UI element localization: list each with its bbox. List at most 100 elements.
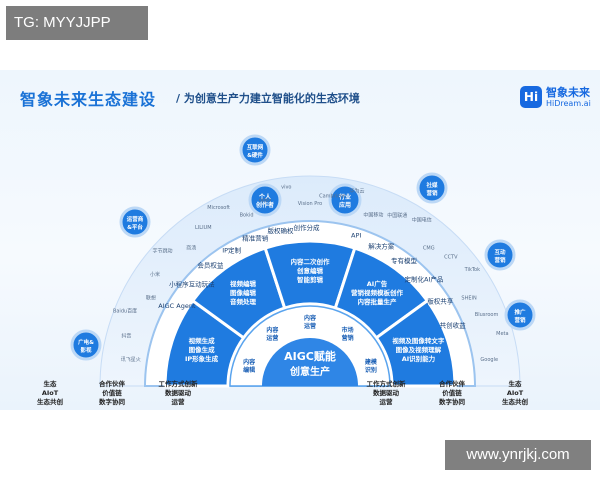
- service-label-right: 版权共享: [427, 296, 454, 305]
- footer-line: 运营: [379, 398, 393, 406]
- inner-ring-label: 内容: [266, 326, 278, 334]
- sector-wedge: [374, 298, 457, 388]
- audience-bubble-label: 个人: [258, 193, 272, 201]
- sector-label: 视频编辑: [230, 279, 257, 288]
- partner-brand: vivo: [281, 184, 291, 190]
- sector-badge-label: 广电&: [78, 338, 94, 346]
- footer-line: 价值链: [102, 389, 122, 397]
- sector-label: IP形象生成: [185, 354, 219, 363]
- sector-label: 营销视频模板创作: [351, 288, 404, 297]
- inner-ring-label: 识别: [365, 366, 377, 374]
- core-line2: 创意生产: [289, 365, 330, 378]
- inner-ring-label: 内容: [243, 358, 255, 366]
- inner-ring-label: 营销: [342, 334, 354, 342]
- sector-badge-label: 推广: [514, 308, 526, 316]
- partner-brand: 中国电信: [412, 216, 432, 223]
- service-label-left: 精准营销: [242, 234, 269, 243]
- sector-label: AI广告: [367, 279, 388, 288]
- partner-brand: SHEIN: [461, 296, 477, 302]
- inner-ring-label: 编辑: [243, 366, 255, 374]
- footer-line: 工作方式创新: [366, 380, 406, 388]
- sector-badge: [484, 239, 516, 271]
- service-labels: AIGC Agent小程序互动玩法会员权益IP定制精准营销版权确权创作分成API…: [158, 223, 466, 329]
- footer-line: 运营: [171, 398, 185, 406]
- footer-line: AIoT: [506, 389, 524, 397]
- service-label-right: 专有模型: [391, 256, 418, 265]
- sector-badge-label: &平台: [127, 223, 143, 231]
- sector-badge: [119, 206, 151, 238]
- footer-line: 工作方式创新: [158, 380, 198, 388]
- inner-ring-label: 运营: [266, 334, 278, 342]
- sector-label: 智能剪辑: [297, 275, 324, 284]
- sector-badge-label: 互动: [494, 248, 506, 256]
- partner-brand: 联想: [146, 295, 156, 302]
- inner-ring-label: 内容: [304, 314, 316, 322]
- partner-brand: 中国移动: [363, 211, 383, 218]
- sector-label: 创意编辑: [296, 266, 324, 275]
- footer-line: 数据驱动: [165, 389, 191, 397]
- sector-badge-label: 互联网: [247, 143, 264, 151]
- partner-brand: oppo: [259, 197, 271, 203]
- watermark-top: TG: MYYJJPP: [6, 6, 148, 40]
- footer-line: 生态共创: [37, 398, 63, 406]
- partner-brand: 商汤: [186, 244, 196, 251]
- footer-line: 合作伙伴: [439, 380, 465, 388]
- sector-label: 视频及图像转文字: [392, 336, 445, 345]
- sector-badge-label: &硬件: [247, 151, 263, 159]
- sector-wedge: [333, 246, 430, 340]
- inner-ring-label: 市场: [342, 326, 354, 334]
- sector-badge-label: 运营商: [127, 215, 144, 223]
- partner-brand: 中国联通: [387, 212, 407, 219]
- sector-badge-label: 影视: [80, 346, 92, 354]
- service-label-right: 解决方案: [368, 241, 395, 250]
- audience-bubble-label: 应用: [339, 201, 351, 209]
- footer-line: 数字协同: [99, 398, 125, 406]
- footer-line: AIoT: [41, 389, 59, 397]
- partner-brand: CCTV: [444, 254, 458, 260]
- partner-brand: Cambricon: [319, 193, 346, 199]
- service-label-left: 创作分成: [294, 223, 321, 232]
- sector-label: AI识别能力: [402, 354, 436, 363]
- partner-brand: Blusroom: [475, 312, 499, 318]
- partner-brand: 字节跳动: [152, 247, 172, 254]
- service-label-right: 共创收益: [440, 321, 467, 330]
- partner-brand: CMG: [423, 245, 435, 251]
- service-label-left: AIGC Agent: [158, 302, 196, 310]
- sector-badge-label: 营销: [426, 189, 438, 197]
- partner-brand: LILIUM: [195, 225, 212, 231]
- service-label-right: 定制化AI产品: [404, 275, 443, 284]
- service-label-right: API: [351, 232, 361, 240]
- sector-wedge: [163, 298, 246, 388]
- footer-line: 生态共创: [502, 398, 528, 406]
- audience-bubble-label: 创作者: [255, 201, 274, 209]
- partner-brand: Baidu百度: [113, 308, 137, 315]
- logo-name-cn: 智象未来: [546, 86, 590, 99]
- sector-badge: [70, 329, 102, 361]
- partner-brand: 抖音: [121, 332, 131, 339]
- page-subtitle: / 为创意生产力建立智能化的生态环境: [176, 92, 360, 105]
- service-label-left: 版权确权: [267, 226, 294, 235]
- footer-column: 工作方式创新数据驱动运营: [351, 380, 421, 407]
- partner-brand: Microsoft: [207, 205, 230, 211]
- footer-line: 合作伙伴: [99, 380, 125, 388]
- sector-badge-label: 营销: [494, 256, 506, 264]
- partner-brand: 小米: [150, 271, 160, 278]
- service-label-left: IP定制: [222, 245, 241, 254]
- footer-line: 生态: [508, 380, 522, 388]
- inner-ring-label: 建模: [365, 358, 378, 366]
- logo-mark: Hi: [520, 86, 542, 108]
- partner-brand: 讯飞星火: [121, 356, 141, 363]
- sector-label: 音频处理: [230, 297, 257, 306]
- footer-line: 数据驱动: [373, 389, 399, 397]
- sector-label: 内容批量生产: [358, 297, 398, 306]
- audience-bubble: [248, 183, 282, 217]
- watermark-bottom: www.ynrjkj.com: [445, 440, 591, 470]
- hidream-logo: Hi 智象未来 HiDream.ai: [520, 84, 592, 114]
- sector-label: 视频生成: [189, 336, 216, 345]
- service-label-left: 小程序互动玩法: [169, 279, 215, 288]
